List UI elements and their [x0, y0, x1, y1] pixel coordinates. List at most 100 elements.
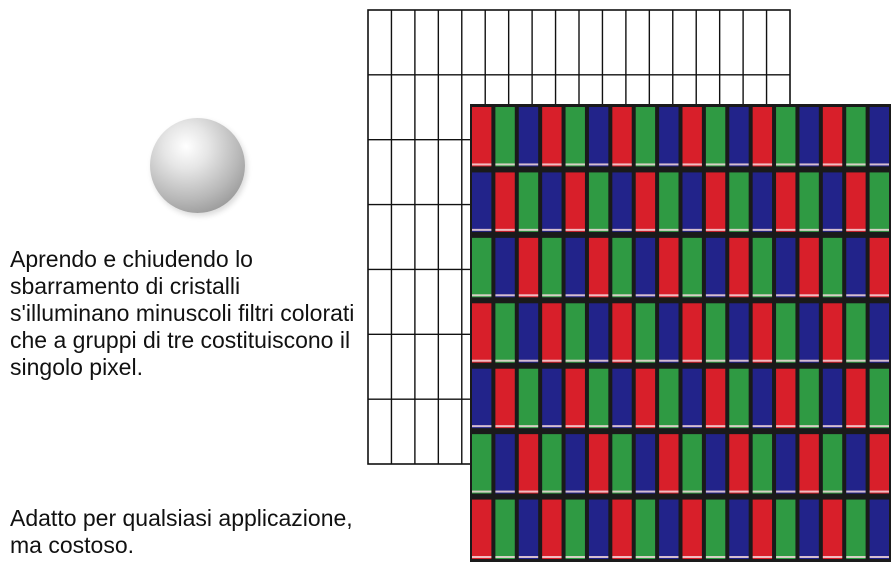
filter-cell-green	[870, 369, 889, 428]
filter-cell-green	[519, 369, 538, 428]
filter-cell-red	[472, 500, 491, 559]
filter-cell-highlight	[519, 163, 538, 165]
filter-cell-green	[659, 172, 678, 231]
filter-cell-green	[706, 107, 725, 166]
filter-cell-highlight	[566, 556, 585, 558]
filter-cell-green	[566, 500, 585, 559]
filter-cell-highlight	[566, 360, 585, 362]
filter-cell-highlight	[683, 556, 702, 558]
filter-cell-blue	[589, 500, 608, 559]
filter-cell-highlight	[542, 163, 561, 165]
filter-cell-red	[636, 369, 655, 428]
filter-cell-blue	[870, 107, 889, 166]
filter-cell-red	[612, 107, 631, 166]
filter-cell-green	[589, 172, 608, 231]
filter-cell-red	[612, 500, 631, 559]
filter-cell-highlight	[753, 491, 772, 493]
filter-cell-highlight	[495, 491, 514, 493]
filter-cell-highlight	[846, 360, 865, 362]
filter-cell-highlight	[542, 556, 561, 558]
filter-cell-blue	[659, 500, 678, 559]
filter-cell-highlight	[846, 294, 865, 296]
filter-cell-highlight	[753, 425, 772, 427]
filter-cell-red	[612, 303, 631, 362]
filter-cell-red	[566, 172, 585, 231]
filter-cell-blue	[776, 238, 795, 297]
filter-cell-highlight	[589, 360, 608, 362]
filter-cell-highlight	[823, 163, 842, 165]
filter-cell-red	[495, 369, 514, 428]
filter-cell-highlight	[519, 425, 538, 427]
filter-cell-highlight	[683, 360, 702, 362]
filter-cell-highlight	[729, 294, 748, 296]
filter-cell-blue	[706, 238, 725, 297]
filter-cell-highlight	[729, 556, 748, 558]
filter-cell-highlight	[472, 163, 491, 165]
filter-cell-highlight	[799, 360, 818, 362]
filter-cell-highlight	[495, 163, 514, 165]
filter-cell-highlight	[495, 360, 514, 362]
filter-cell-highlight	[823, 294, 842, 296]
filter-cell-blue	[659, 303, 678, 362]
filter-cell-blue	[542, 369, 561, 428]
filter-cell-highlight	[542, 294, 561, 296]
filter-cell-green	[472, 434, 491, 493]
filter-cell-highlight	[706, 229, 725, 231]
filter-cell-red	[846, 369, 865, 428]
filter-cell-red	[683, 303, 702, 362]
filter-cell-red	[636, 172, 655, 231]
filter-cell-red	[566, 369, 585, 428]
filter-cell-highlight	[706, 425, 725, 427]
filter-cell-blue	[495, 238, 514, 297]
filter-cell-blue	[753, 172, 772, 231]
filter-cell-highlight	[612, 360, 631, 362]
filter-cell-red	[472, 107, 491, 166]
filter-cell-highlight	[566, 491, 585, 493]
filter-cell-blue	[823, 172, 842, 231]
filter-cell-highlight	[542, 360, 561, 362]
color-filter-array	[470, 104, 891, 562]
filter-cell-highlight	[776, 294, 795, 296]
filter-cell-red	[799, 434, 818, 493]
filter-cell-highlight	[776, 425, 795, 427]
filter-cell-highlight	[846, 491, 865, 493]
filter-cell-highlight	[519, 491, 538, 493]
filter-cell-red	[776, 369, 795, 428]
filter-cell-highlight	[846, 556, 865, 558]
filter-cell-highlight	[589, 491, 608, 493]
filter-cell-red	[846, 172, 865, 231]
filter-cell-red	[542, 303, 561, 362]
filter-cell-highlight	[495, 425, 514, 427]
filter-cell-highlight	[776, 556, 795, 558]
filter-cell-highlight	[542, 229, 561, 231]
filter-cell-highlight	[753, 556, 772, 558]
filter-cell-highlight	[472, 360, 491, 362]
filter-cell-green	[589, 369, 608, 428]
filter-cell-blue	[870, 303, 889, 362]
filter-cell-highlight	[823, 360, 842, 362]
filter-cell-highlight	[753, 163, 772, 165]
filter-cell-green	[729, 172, 748, 231]
filter-cell-green	[799, 369, 818, 428]
filter-cell-highlight	[870, 229, 889, 231]
filter-cell-blue	[519, 107, 538, 166]
filter-cell-highlight	[659, 556, 678, 558]
filter-cell-red	[706, 172, 725, 231]
filter-cell-red	[729, 238, 748, 297]
filter-cell-blue	[636, 434, 655, 493]
filter-cell-red	[776, 172, 795, 231]
filter-cell-highlight	[495, 294, 514, 296]
filter-cell-highlight	[729, 491, 748, 493]
filter-cell-blue	[566, 434, 585, 493]
filter-cell-blue	[519, 500, 538, 559]
filter-cell-highlight	[636, 294, 655, 296]
filter-cell-highlight	[799, 425, 818, 427]
filter-cell-green	[799, 172, 818, 231]
filter-cell-red	[589, 238, 608, 297]
filter-cell-red	[589, 434, 608, 493]
filter-cell-blue	[799, 500, 818, 559]
filter-cell-blue	[729, 500, 748, 559]
filter-cell-green	[706, 500, 725, 559]
filter-cell-red	[870, 238, 889, 297]
filter-cell-green	[472, 238, 491, 297]
